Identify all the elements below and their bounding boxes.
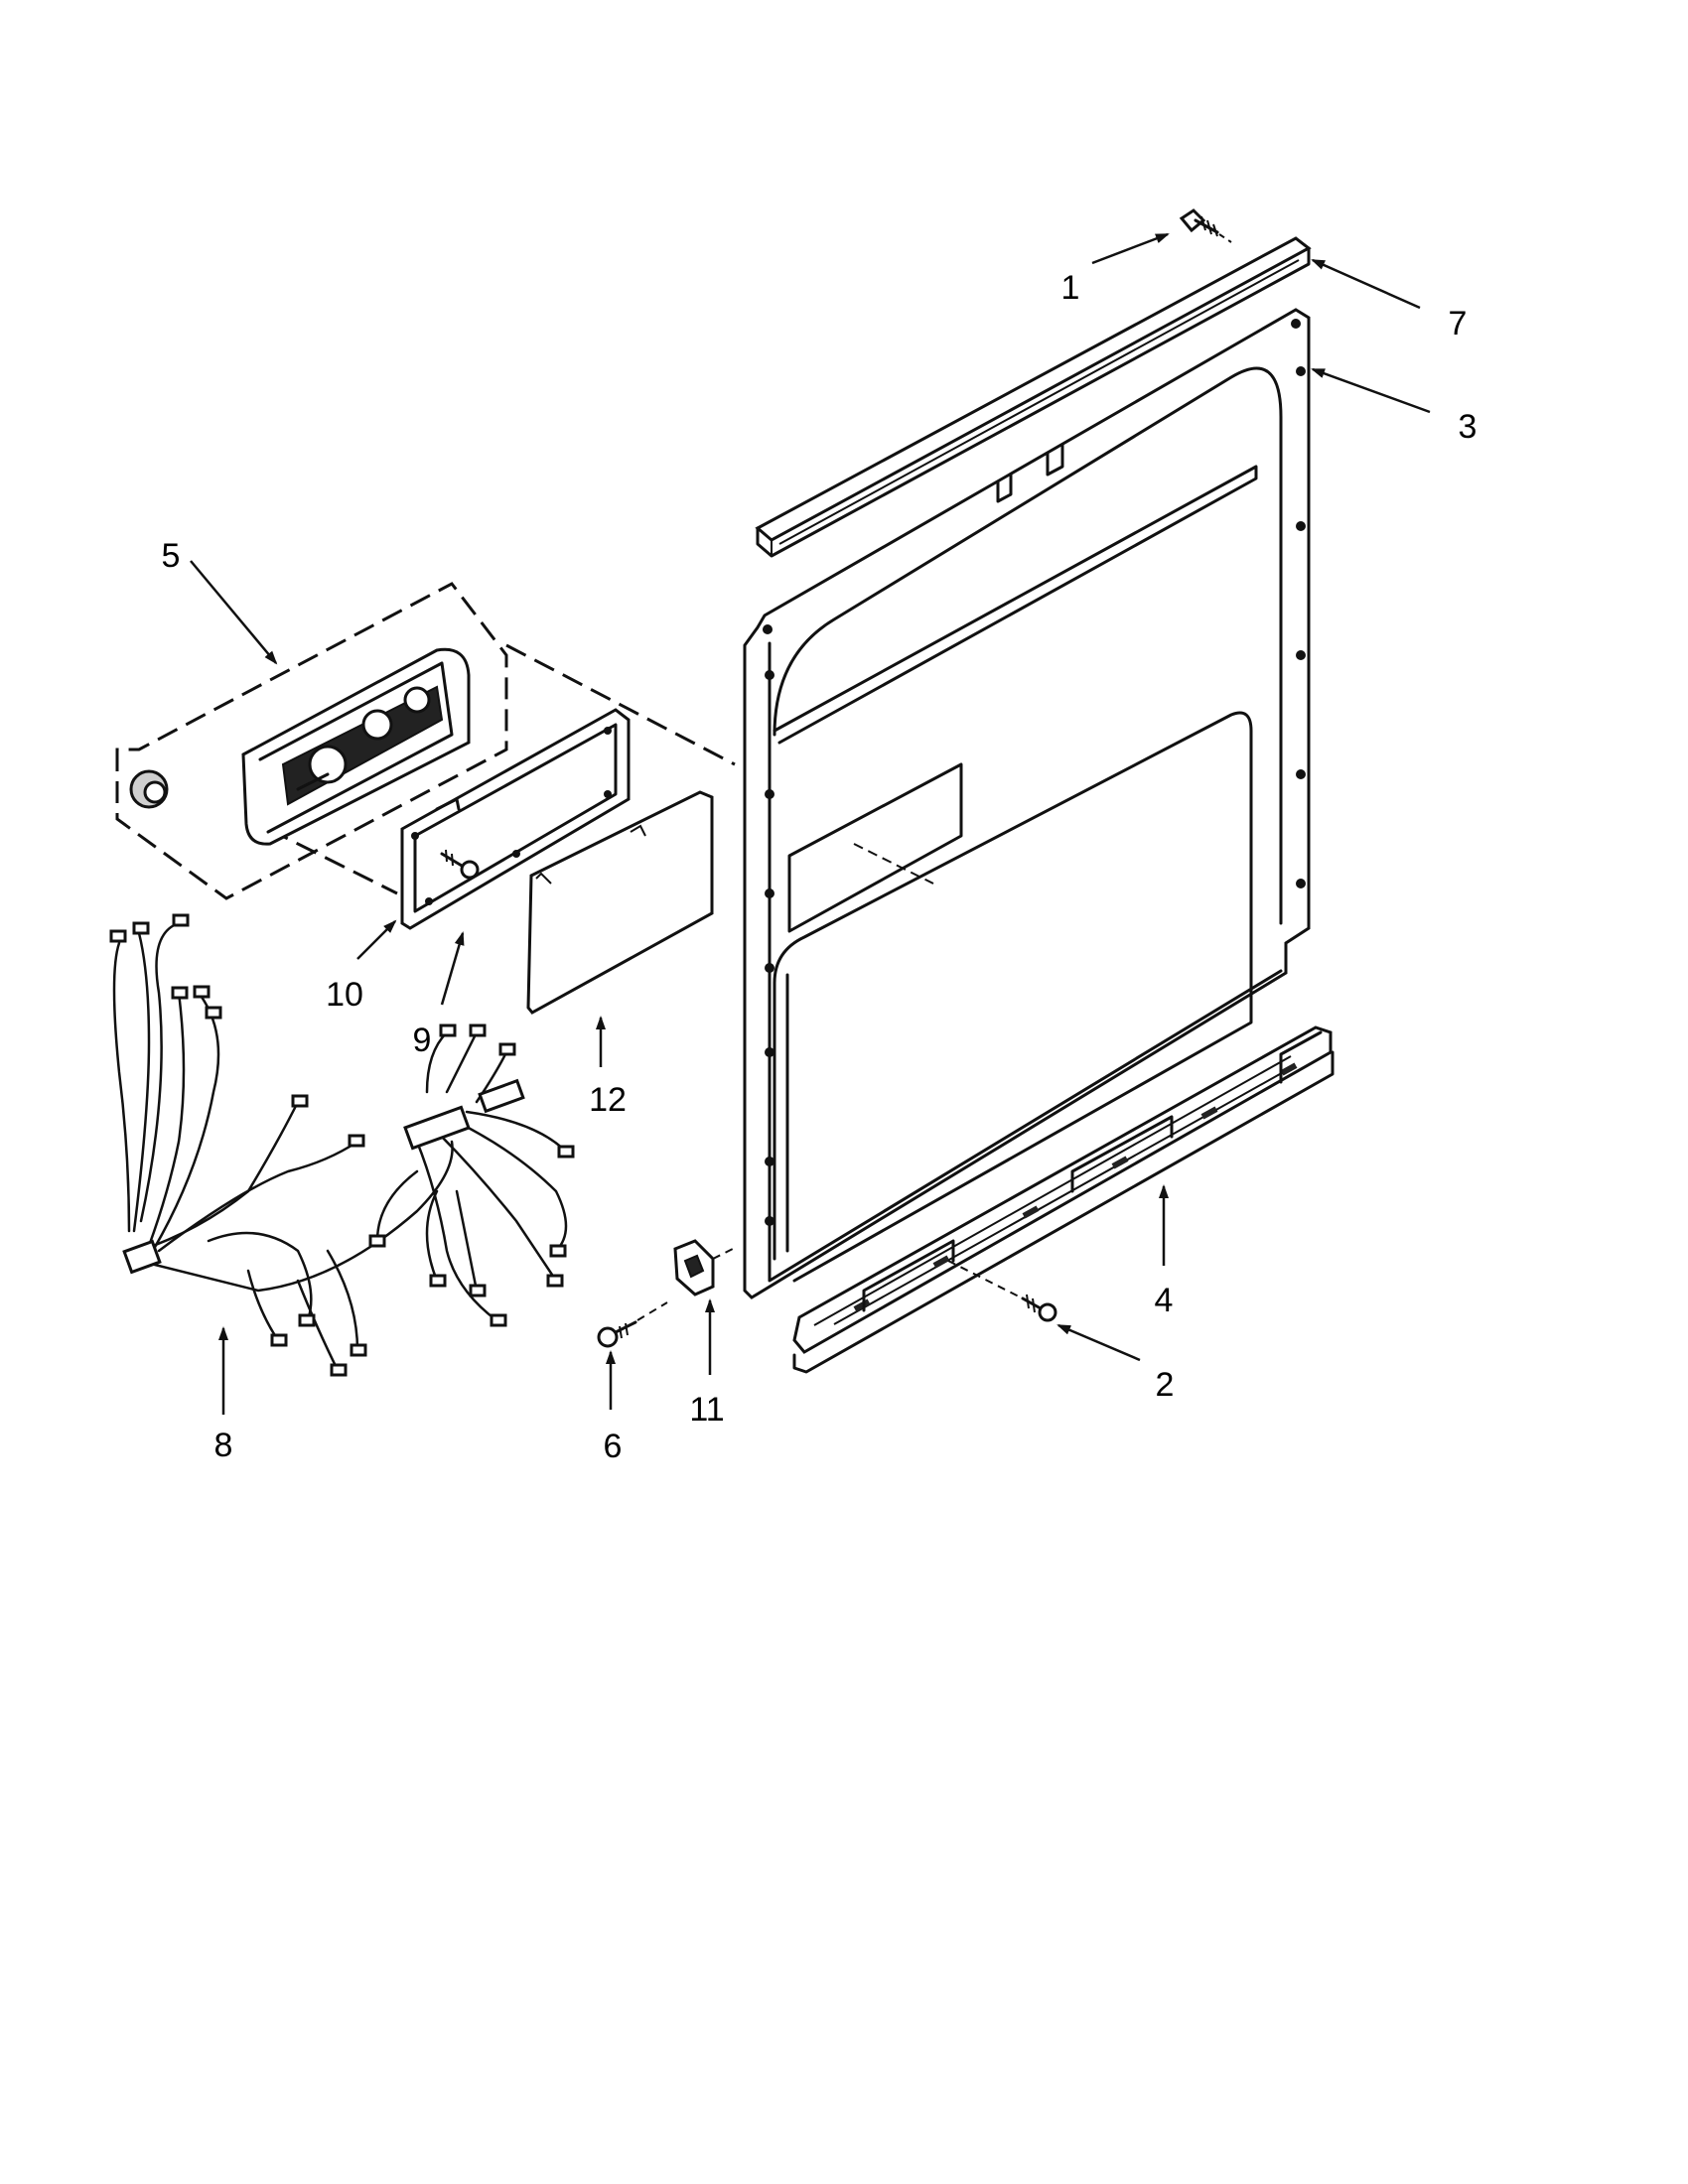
leader-7 [1311,258,1421,310]
part-clip [673,1239,738,1297]
callout-12: 12 [589,1081,627,1119]
callout-2: 2 [1156,1366,1175,1404]
part-control-housing-assembly [115,582,736,900]
screw-top [1179,208,1232,243]
screw-bottom-right [947,1260,1057,1322]
leader-10 [356,919,397,960]
callout-5: 5 [162,537,181,575]
part-wiring-harness [109,913,575,1377]
callout-1: 1 [1061,269,1080,307]
part-bottom-trim [792,1025,1335,1374]
callout-4: 4 [1155,1282,1174,1319]
leader-9 [440,931,465,1006]
callout-6: 6 [604,1428,623,1465]
callout-10: 10 [326,976,363,1014]
leader-2 [1056,1323,1141,1362]
leader-3 [1311,367,1431,414]
callout-9: 9 [413,1022,432,1059]
callout-3: 3 [1459,408,1477,446]
leader-5 [190,560,278,665]
leader-lines [190,232,1431,1415]
part-shield-plate [526,790,714,1015]
part-inner-door-frame [743,308,1311,1299]
screw-small [440,849,480,880]
part-gasket-frame [400,708,631,930]
callout-11: 11 [689,1391,724,1429]
leader-1 [1091,232,1170,265]
callout-7: 7 [1449,305,1468,342]
callout-labels: 1 2 3 4 5 6 7 8 9 10 11 12 [162,269,1477,1465]
part-top-trim [755,236,1312,558]
callout-8: 8 [214,1427,233,1464]
screw-bottom-left [597,1301,668,1348]
